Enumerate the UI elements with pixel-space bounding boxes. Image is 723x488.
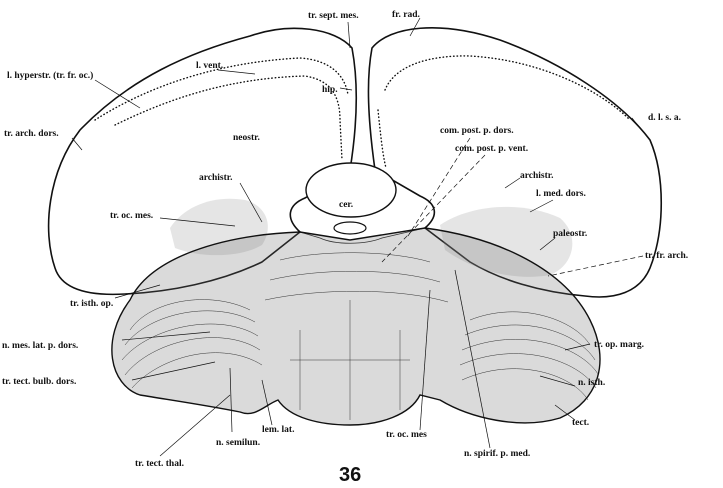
label-cer: cer. <box>339 200 353 210</box>
label-archistr-left: archistr. <box>199 173 233 183</box>
label-tr-arch-dors: tr. arch. dors. <box>4 129 59 139</box>
label-tr-sept-mes: tr. sept. mes. <box>308 11 359 21</box>
label-paleostr: paleostr. <box>553 229 587 239</box>
label-tr-fr-arch: tr. fr. arch. <box>645 251 688 261</box>
label-tr-tect-thal: tr. tect. thal. <box>135 459 184 469</box>
label-d-l-s-a: d. l. s. a. <box>648 113 681 123</box>
label-tr-oc-mes-bottom: tr. oc. mes <box>386 430 427 440</box>
label-com-post-p-dors: com. post. p. dors. <box>440 126 514 136</box>
label-lem-lat: lem. lat. <box>262 425 294 435</box>
label-n-mes-lat-p-dors: n. mes. lat. p. dors. <box>2 341 78 351</box>
label-l-hyperstr: l. hyperstr. (tr. fr. oc.) <box>7 70 93 81</box>
label-tect: tect. <box>572 418 589 428</box>
label-neostr: neostr. <box>233 133 260 143</box>
label-archistr-right: archistr. <box>520 171 554 181</box>
label-hip: hip. <box>322 85 338 95</box>
label-n-spirif-p-med: n. spirif. p. med. <box>464 449 530 459</box>
cerebellum-small <box>334 222 366 234</box>
label-l-med-dors: l. med. dors. <box>536 189 586 199</box>
label-com-post-p-vent: com. post. p. vent. <box>455 144 528 154</box>
label-tr-isth-op: tr. isth. op. <box>70 299 113 309</box>
right-ventricle-dots-inner <box>378 110 386 168</box>
label-tr-op-marg: tr. op. marg. <box>594 340 644 350</box>
page-number: 36 <box>339 464 361 486</box>
label-tr-oc-mes-left: tr. oc. mes. <box>110 211 153 221</box>
label-n-isth: n. isth. <box>578 378 605 388</box>
left-ventricle-dots-inner <box>115 76 342 160</box>
label-l-vent: l. vent. <box>196 61 223 71</box>
label-tr-tect-bulb-dors: tr. tect. bulb. dors. <box>2 377 76 387</box>
label-n-semilun: n. semilun. <box>216 438 260 448</box>
label-fr-rad: fr. rad. <box>392 10 420 20</box>
